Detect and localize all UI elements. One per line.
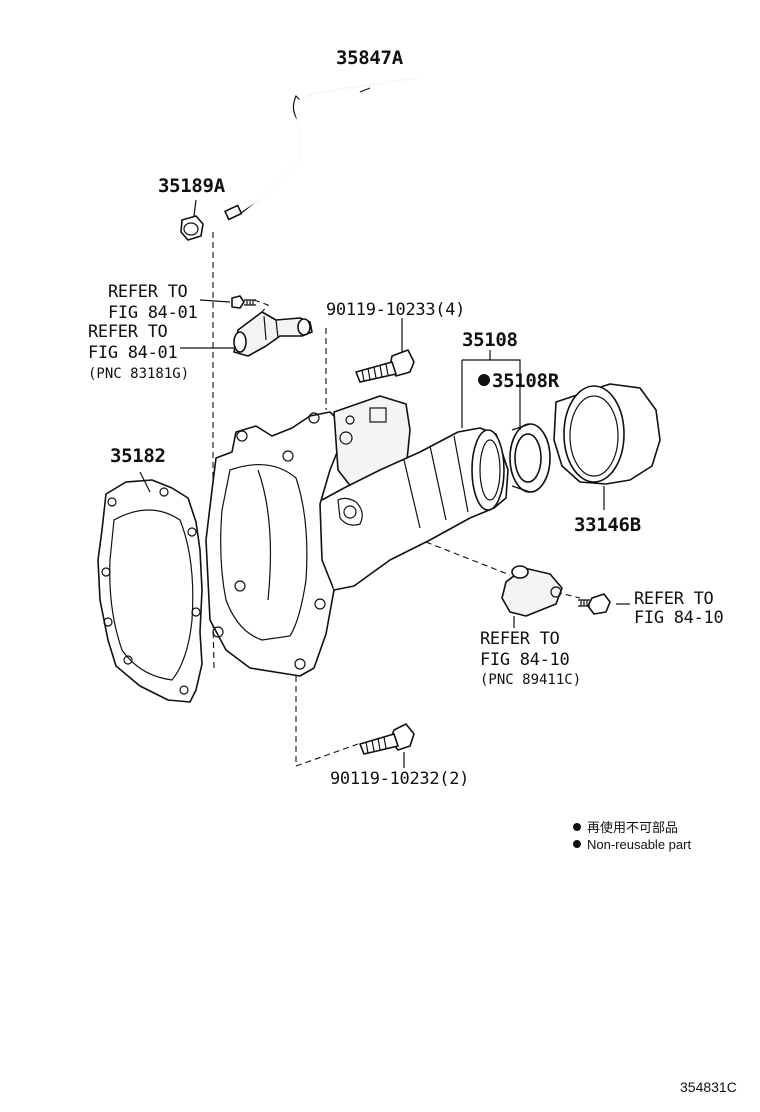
label-bolt-upper: 90119-10233(4) [326, 300, 465, 320]
label-refer4-line2: FIG 84-10 [480, 650, 569, 670]
speedometer-sensor [233, 311, 313, 357]
legend-bullet-jp [573, 823, 581, 831]
bolt-lower [359, 723, 415, 755]
oil-seal [509, 423, 551, 493]
non-reusable-marker [478, 374, 490, 386]
label-35108: 35108 [462, 329, 518, 351]
label-35182: 35182 [110, 445, 166, 467]
label-bolt-lower: 90119-10232(2) [330, 769, 469, 789]
dash-line-sensor-bolt [253, 299, 269, 313]
sensor-bolt-upper [231, 295, 256, 309]
breather-tube [224, 77, 419, 221]
legend-bullet-en [573, 840, 581, 848]
label-refer3-line1: REFER TO [634, 589, 714, 609]
extension-housing [205, 395, 509, 677]
label-refer2-line1: REFER TO [88, 322, 168, 342]
illustration-code: 354831C [680, 1079, 737, 1095]
label-35189A: 35189A [158, 175, 226, 197]
label-refer3-line2: FIG 84-10 [634, 608, 723, 628]
legend-english: Non-reusable part [587, 837, 691, 852]
label-refer2-pnc: (PNC 83181G) [88, 366, 189, 382]
label-refer1-line1: REFER TO [108, 282, 188, 302]
leader-35847A [359, 87, 371, 93]
leader-35108 [461, 350, 521, 430]
dust-deflector [553, 383, 661, 485]
label-refer2-line2: FIG 84-01 [88, 343, 177, 363]
legend-japanese: 再使用不可部品 [587, 820, 678, 835]
label-refer1-line2: FIG 84-01 [108, 303, 197, 323]
label-35847A: 35847A [336, 47, 404, 69]
dash-line-bolt-lower [295, 676, 359, 767]
sensor-bolt-lower [578, 593, 611, 615]
bolt-upper [355, 349, 415, 383]
label-35108R: 35108R [492, 370, 560, 392]
gasket [97, 479, 203, 703]
leader-35182 [139, 471, 151, 493]
breather-plug [180, 215, 204, 241]
speed-sensor [501, 565, 563, 617]
leader-35189A [193, 199, 197, 217]
label-refer4-line1: REFER TO [480, 629, 560, 649]
leader-refer1 [199, 299, 231, 303]
label-refer4-pnc: (PNC 89411C) [480, 672, 581, 688]
dash-line-plug [212, 232, 215, 669]
legend: 再使用不可部品 Non-reusable part [573, 820, 691, 852]
label-33146B: 33146B [574, 514, 641, 536]
